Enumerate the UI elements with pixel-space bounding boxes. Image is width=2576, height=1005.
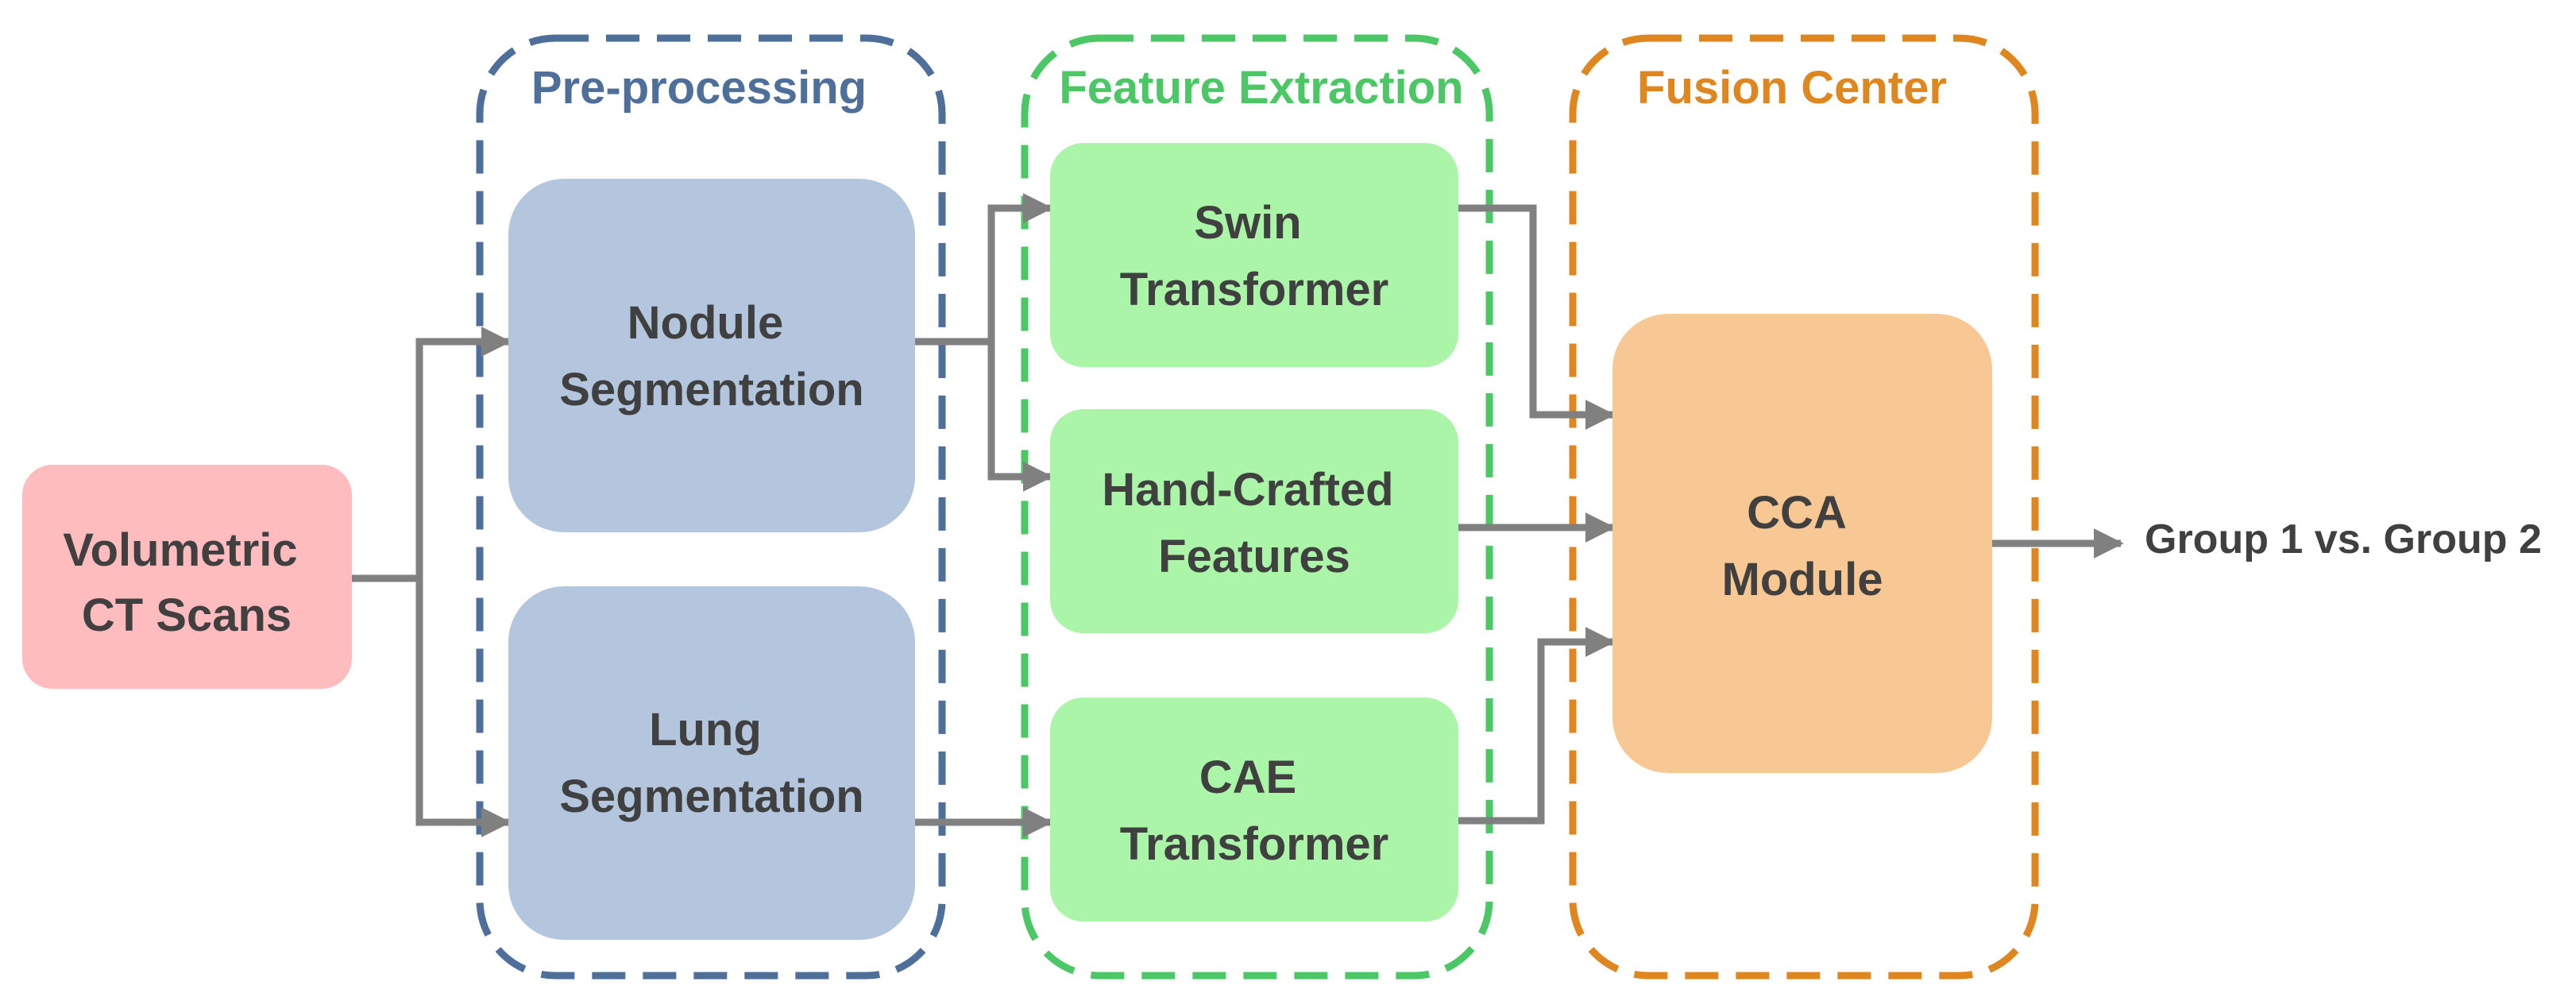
connectors — [351, 193, 2124, 837]
arrow-input-to-nodule — [351, 327, 512, 582]
node-handcrafted-box — [1050, 409, 1458, 633]
node-nodule-seg-label: Nodule Segmentation — [559, 297, 864, 416]
node-cae-box — [1050, 698, 1458, 922]
node-input-label: Volumetric CT Scans — [63, 524, 311, 641]
node-lung-seg-label: Lung Segmentation — [559, 704, 864, 822]
node-handcrafted-label: Hand-Crafted Features — [1102, 464, 1406, 582]
node-cca-label: CCA Module — [1722, 487, 1883, 605]
group-feature-extraction — [1021, 34, 1493, 980]
node-lung-seg-box — [508, 586, 915, 940]
group-title-preprocessing: Pre-processing — [531, 62, 867, 114]
arrow-nodule-to-handcrafted — [987, 342, 1053, 492]
node-cca-box — [1612, 314, 1992, 773]
node-input-box — [22, 465, 352, 689]
arrow-swin-to-cca — [1458, 204, 1616, 430]
arrow-nodule-to-swin — [915, 193, 1053, 346]
node-nodule-seg-box — [508, 179, 915, 532]
group-title-feature-extraction: Feature Extraction — [1059, 62, 1463, 114]
group-fusion-center — [1569, 34, 2039, 980]
group-preprocessing — [476, 34, 946, 980]
node-swin-label: Swin Transformer — [1120, 197, 1388, 315]
arrow-input-to-lung — [415, 578, 512, 837]
node-cae-label: CAE Transformer — [1120, 752, 1388, 870]
group-title-fusion-center: Fusion Center — [1637, 62, 1947, 114]
node-swin-box — [1050, 143, 1458, 367]
output-label: Group 1 vs. Group 2 — [2145, 516, 2542, 562]
arrow-cae-to-cca — [1458, 627, 1616, 825]
